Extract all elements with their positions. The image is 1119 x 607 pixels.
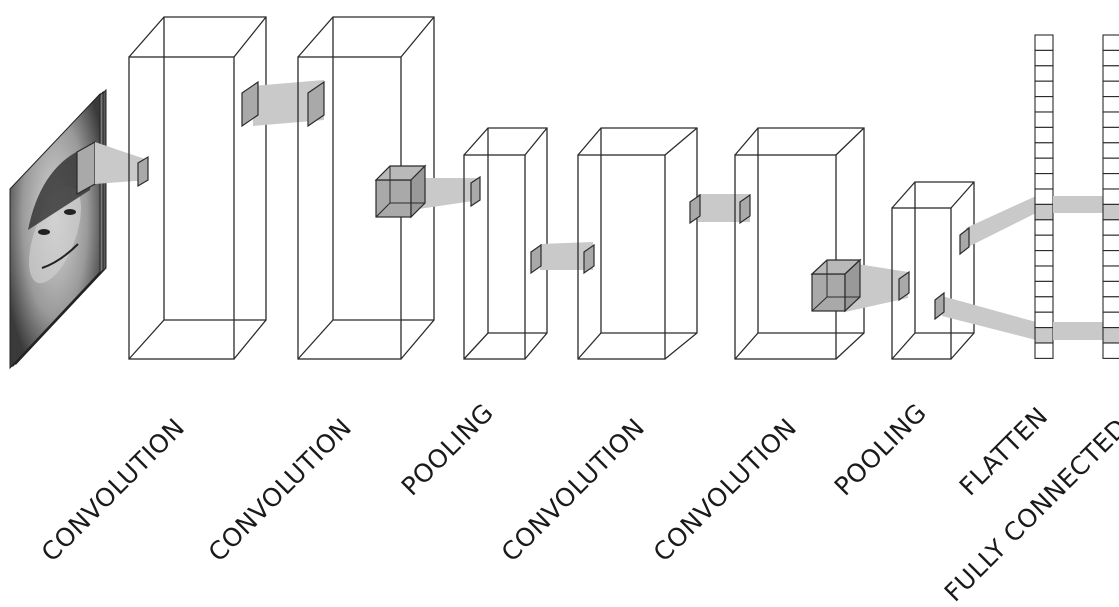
fc-cell <box>1102 311 1119 329</box>
fc-cell <box>1102 111 1119 128</box>
flatten-cell <box>1034 234 1054 252</box>
flatten-cell <box>1034 80 1054 98</box>
conv1-output-patch <box>241 80 259 128</box>
pool1-input-patch <box>470 175 481 208</box>
conv2-input-patch <box>307 80 325 128</box>
fc-cell <box>1102 142 1119 159</box>
flatten-cell <box>1034 342 1054 359</box>
layer-label-conv2: CONVOLUTION <box>203 413 358 568</box>
conv1-box <box>128 16 267 360</box>
flatten-vector <box>1034 34 1054 359</box>
fc-cell <box>1102 34 1119 51</box>
connector-conv1-conv2 <box>253 80 324 126</box>
fc-cell <box>1102 296 1119 313</box>
conv4-box <box>734 127 865 360</box>
fc-cell <box>1102 342 1119 359</box>
fc-cell <box>1102 234 1119 252</box>
pool2-input-patch <box>898 270 910 302</box>
flatten-cell <box>1034 49 1054 67</box>
flatten-cell <box>1034 311 1054 329</box>
flatten-cell <box>1034 111 1054 128</box>
flatten-cell <box>1034 96 1054 113</box>
fc-cell <box>1102 219 1119 236</box>
conv2-pooling-window-cube <box>374 164 480 219</box>
flatten-cell <box>1034 250 1054 267</box>
connector-pool2-flatten-top <box>966 196 1036 248</box>
pool1-output-patch <box>530 243 542 275</box>
flatten-cell <box>1034 65 1054 82</box>
fc-cell <box>1102 49 1119 67</box>
pool2-output-patch-top <box>959 226 970 256</box>
connector-pool2-flatten-bottom <box>942 296 1036 340</box>
conv3-input-patch <box>583 243 595 275</box>
layer-label-conv1: CONVOLUTION <box>36 413 191 568</box>
pool2-output-patch-bottom <box>934 291 945 321</box>
fc-cell <box>1102 203 1119 221</box>
layer-label-conv4: CONVOLUTION <box>648 413 803 568</box>
flatten-cell <box>1034 142 1054 159</box>
pool1-box <box>463 127 548 360</box>
conv3-output-patch <box>689 193 701 225</box>
flatten-cell <box>1034 219 1054 236</box>
flatten-cell <box>1034 280 1054 298</box>
conv4-input-patch <box>739 193 751 225</box>
flatten-cell <box>1034 34 1054 51</box>
fc-cell <box>1102 188 1119 205</box>
fully-connected-vector <box>1102 34 1119 359</box>
pool2-box <box>891 181 975 360</box>
fc-cell <box>1102 173 1119 190</box>
layer-label-pooling1: POOLING <box>396 398 499 501</box>
conv2-box <box>297 16 435 360</box>
fc-cell <box>1102 96 1119 113</box>
connector-input-conv1 <box>95 142 148 184</box>
input-image-stack <box>9 88 107 370</box>
flatten-cell <box>1034 265 1054 282</box>
fc-cell <box>1102 280 1119 298</box>
fc-cell <box>1102 265 1119 282</box>
conv4-pooling-window-cube <box>810 258 908 313</box>
fc-cell <box>1102 250 1119 267</box>
fc-cell <box>1102 157 1119 175</box>
fc-cell <box>1102 327 1119 344</box>
flatten-cell <box>1034 327 1054 344</box>
fc-cell <box>1102 80 1119 98</box>
fc-cell <box>1102 126 1119 144</box>
flatten-cell <box>1034 126 1054 144</box>
flatten-cell <box>1034 188 1054 205</box>
flatten-cell <box>1034 296 1054 313</box>
connector-conv3-conv4 <box>698 194 750 222</box>
flatten-cell <box>1034 203 1054 221</box>
flatten-cell <box>1034 173 1054 190</box>
flatten-cell <box>1034 157 1054 175</box>
conv3-box <box>577 127 698 360</box>
connector-pool1-conv3 <box>540 242 593 270</box>
layer-label-pooling2: POOLING <box>829 398 932 501</box>
layer-label-conv3: CONVOLUTION <box>496 413 651 568</box>
fc-cell <box>1102 65 1119 82</box>
conv1-input-patch <box>137 155 149 188</box>
